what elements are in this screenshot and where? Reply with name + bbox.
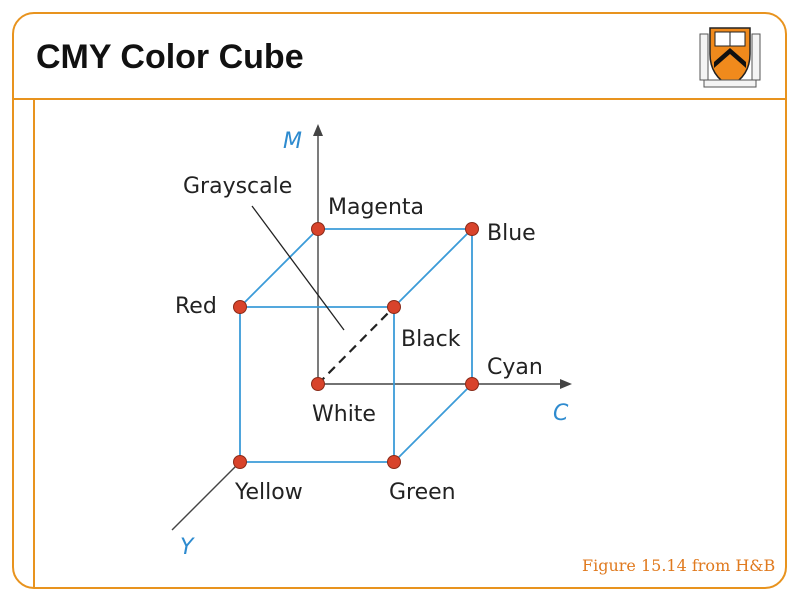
c-axis-arrow: [560, 379, 572, 389]
vertex-blue: [465, 222, 479, 236]
label-cyan: Cyan: [487, 355, 543, 380]
grayscale-label: Grayscale: [183, 174, 292, 199]
label-white: White: [312, 402, 376, 427]
y-axis: [171, 461, 241, 531]
axis-label-y: Y: [180, 535, 195, 560]
vertex-cyan: [465, 377, 479, 391]
vertex-green: [387, 455, 401, 469]
edge-blue-black: [393, 228, 473, 308]
vertex-white: [311, 377, 325, 391]
label-black: Black: [401, 327, 461, 352]
vertex-yellow: [233, 455, 247, 469]
label-blue: Blue: [487, 221, 536, 246]
vertex-red: [233, 300, 247, 314]
left-margin-rule: [33, 100, 35, 587]
label-yellow: Yellow: [234, 480, 303, 505]
figure-caption: Figure 15.14 from H&B: [582, 556, 776, 575]
slide-frame: [12, 12, 787, 589]
cube-edges: [239, 228, 473, 463]
vertex-black: [387, 300, 401, 314]
edge-magenta-red: [239, 228, 319, 308]
slide-title: CMY Color Cube: [36, 38, 304, 76]
axis-label-m: M: [283, 129, 302, 154]
label-green: Green: [389, 480, 456, 505]
vertex-magenta: [311, 222, 325, 236]
header-divider: [12, 98, 787, 100]
edge-cyan-green: [393, 383, 473, 463]
label-red: Red: [175, 294, 217, 319]
grayscale-pointer: [251, 205, 345, 331]
m-axis-arrow: [313, 124, 323, 136]
grayscale-diagonal: [317, 306, 395, 385]
cube-vertices: [233, 222, 479, 469]
axis-label-c: C: [553, 401, 569, 426]
axis-lines: [171, 128, 568, 531]
princeton-shield-icon: [699, 27, 761, 88]
label-magenta: Magenta: [328, 195, 424, 220]
